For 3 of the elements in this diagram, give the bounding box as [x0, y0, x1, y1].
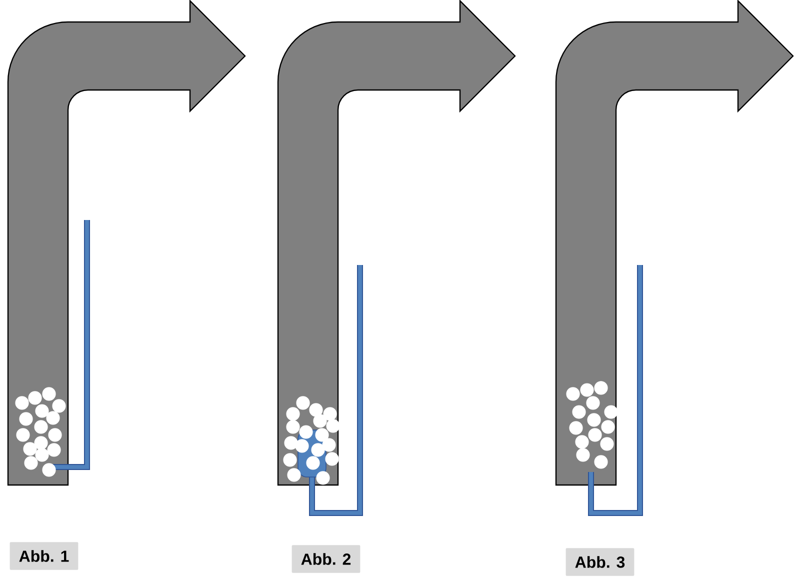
label-box: Abb. 2: [292, 545, 360, 573]
label-box: Abb. 1: [10, 542, 78, 570]
label-box: Abb. 3: [566, 548, 634, 576]
